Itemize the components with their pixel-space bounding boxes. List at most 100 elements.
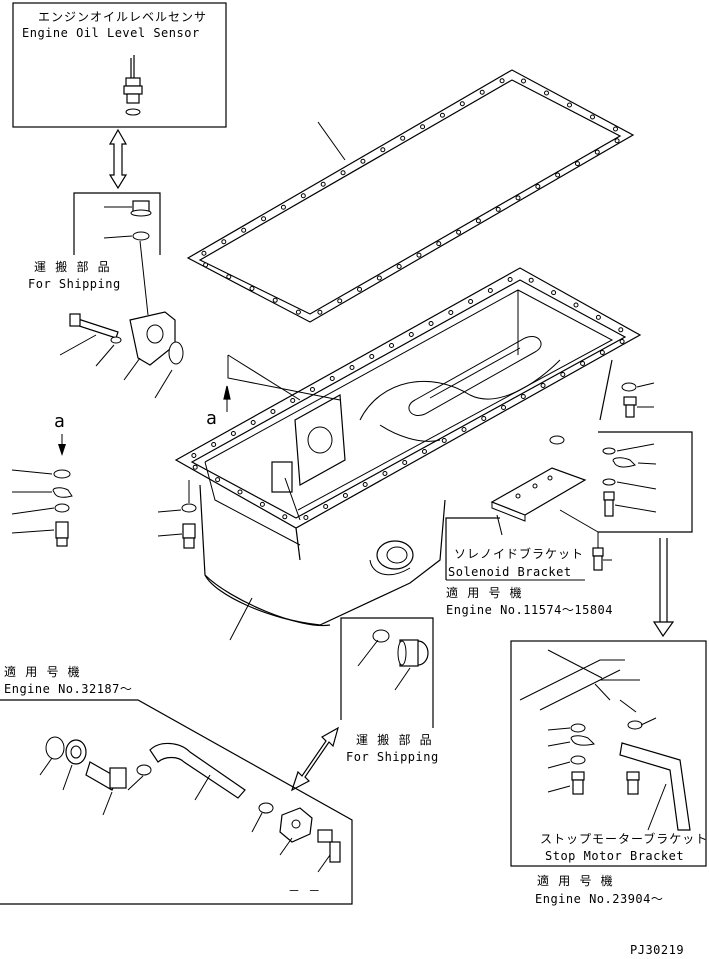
bolt-hole	[303, 515, 309, 520]
bolt-hole	[329, 376, 335, 381]
sensor-port-adapter	[59, 311, 184, 399]
sensor-label-jp: エンジンオイルレベルセンサ	[38, 10, 207, 24]
applicable-2-en: Engine No.32187～	[4, 682, 132, 696]
bolt-hole	[191, 453, 197, 458]
bolt-hole	[551, 290, 557, 296]
bolt-hole	[376, 275, 382, 281]
double-arrow-diagonal	[290, 726, 339, 792]
applicable-1-jp: 適 用 号 機	[446, 585, 523, 600]
bolt-hole	[487, 288, 493, 293]
view-a-label-mid: a	[206, 408, 217, 429]
dash-mark: － －	[288, 884, 321, 898]
bolt-hole	[323, 504, 329, 509]
bolt-hole	[389, 343, 395, 348]
bolt-hole	[560, 372, 566, 377]
sensor-plate-in-pan	[271, 394, 346, 521]
bolt-hole	[237, 489, 243, 495]
shipping-label-1-jp: 運 搬 部 品	[34, 259, 111, 274]
oil-level-sensor-callout: エンジンオイルレベルセンサ Engine Oil Level Sensor	[12, 2, 227, 128]
solenoid-hardware-box	[598, 431, 693, 533]
bolt-hole	[342, 493, 348, 498]
bolt-hole	[382, 471, 388, 476]
bolt-hole	[320, 181, 326, 187]
bolt-hole	[495, 206, 501, 212]
double-arrow-vertical	[108, 128, 128, 190]
bolt-hole	[595, 314, 601, 320]
shipping-label-1-en: For Shipping	[28, 277, 121, 291]
bolt-hole	[360, 158, 366, 164]
bolt-hole	[340, 170, 346, 176]
bolt-hole	[441, 438, 447, 443]
stop-motor-label-en: Stop Motor Bracket	[545, 849, 684, 863]
bolt-hole	[408, 332, 414, 337]
bolt-hole	[290, 398, 296, 403]
bolt-hole	[439, 112, 445, 118]
bolt-hole	[211, 442, 217, 447]
bolt-hole	[614, 138, 620, 144]
shipping-parts-box-2: 運 搬 部 品 For Shipping	[340, 617, 438, 764]
bolt-hole	[272, 297, 278, 303]
oil-pan-gasket	[186, 69, 635, 323]
bolt-hole	[555, 172, 561, 178]
bolt-hole	[402, 460, 408, 465]
bolt-hole	[416, 252, 422, 258]
bolt-hole	[420, 124, 426, 130]
bolt-hole	[215, 477, 221, 483]
pan-bolt-left	[157, 480, 197, 549]
applicable-3-en: Engine No.23904～	[535, 892, 663, 906]
oil-level-sensor-icon	[123, 55, 143, 116]
sensor-label-en: Engine Oil Level Sensor	[22, 26, 200, 40]
stop-motor-detail-box: ストップモーターブラケット Stop Motor Bracket	[510, 640, 708, 867]
applicable-2-jp: 適 用 号 機	[4, 664, 81, 679]
bolt-hole	[300, 193, 306, 199]
down-arrow-right	[652, 538, 675, 638]
bolt-hole	[436, 241, 442, 247]
bolt-hole	[501, 405, 507, 410]
bolt-hole	[580, 361, 586, 366]
bolt-hole	[521, 78, 526, 84]
bolt-hole	[270, 409, 276, 414]
drawing-number: PJ30219	[630, 943, 684, 957]
shipping-label-2-jp: 運 搬 部 品	[356, 732, 433, 747]
stop-motor-label-jp: ストップモーターブラケット	[540, 831, 708, 846]
bolt-hole	[357, 286, 363, 292]
bolt-hole	[203, 262, 209, 268]
bolt-hole	[250, 420, 256, 425]
shipping-parts-box-1: 運 搬 部 品 For Shipping	[28, 192, 161, 316]
bolt-hole	[261, 216, 267, 222]
bolt-hole	[520, 394, 526, 399]
bolt-hole	[468, 299, 474, 304]
bolt-hole	[535, 183, 541, 189]
bolt-hole	[479, 89, 485, 95]
bolt-hole	[448, 310, 454, 315]
bolt-hole	[613, 126, 618, 132]
bolt-hole	[317, 309, 323, 315]
bolt-hole	[369, 354, 375, 359]
oil-pan	[174, 267, 642, 641]
bolt-hole	[574, 161, 580, 167]
bolt-hole	[590, 114, 595, 120]
bolt-hole	[528, 277, 534, 283]
bolt-hole	[249, 286, 255, 291]
applicable-1-en: Engine No.11574～15804	[446, 603, 613, 617]
bolt-hole	[544, 90, 549, 96]
bolt-hole	[540, 383, 546, 388]
bolt-hole	[594, 149, 600, 155]
bolt-hole	[461, 427, 467, 432]
pan-bolts-right	[621, 382, 655, 418]
drain-pipe-assembly: 適 用 号 機 Engine No.32187～ － －	[0, 664, 353, 905]
bolt-hole	[515, 195, 521, 201]
bolt-hole	[567, 102, 572, 108]
bolt-hole	[309, 387, 315, 392]
bolt-hole	[349, 365, 355, 370]
bolt-hole	[280, 204, 286, 210]
solenoid-label-jp: ソレノイドブラケット	[454, 546, 584, 561]
bolt-hole	[400, 135, 406, 141]
bolt-hole	[192, 464, 198, 470]
bolt-hole	[396, 264, 402, 270]
bolt-hole	[230, 431, 236, 436]
bolt-hole	[499, 78, 505, 84]
bolt-hole	[201, 250, 207, 256]
bolt-hole	[421, 449, 427, 454]
solenoid-bracket: ソレノイドブラケット Solenoid Bracket 適 用 号 機 Engi…	[445, 467, 613, 617]
